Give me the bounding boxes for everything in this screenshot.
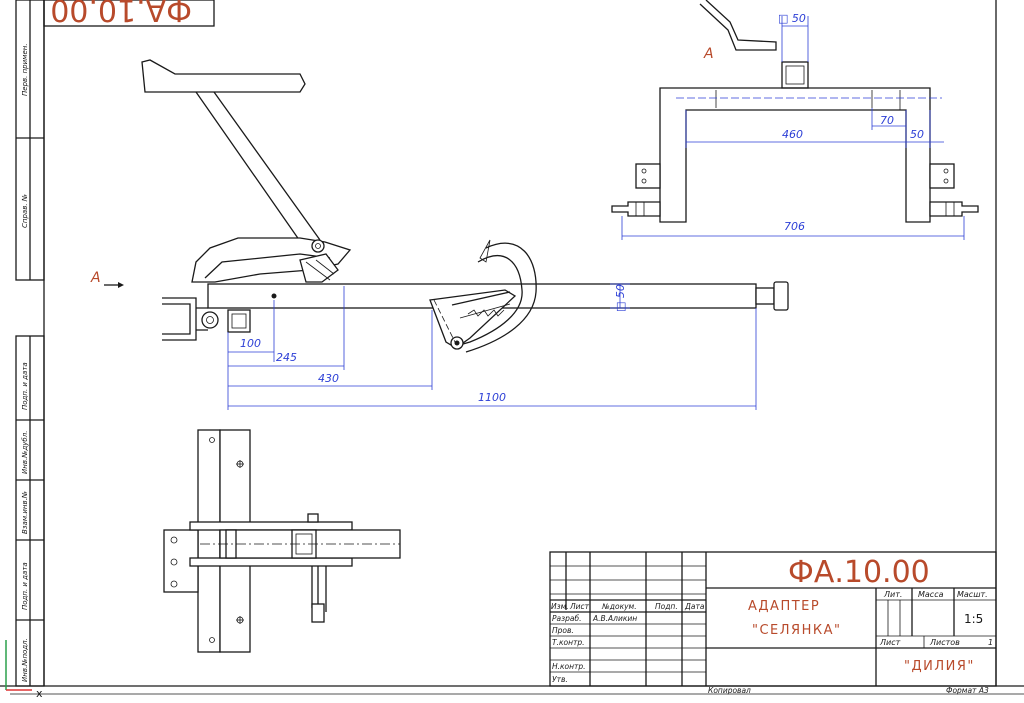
dim-245: 245	[276, 351, 297, 364]
side-view: 100 245 430 1100 □ 50 А	[90, 59, 789, 410]
sheets-count: 1	[988, 638, 993, 647]
view-a: А	[611, 0, 979, 240]
side-label-dup-inv: Инв.№дубл.	[21, 431, 29, 474]
title-designation: ФА.10.00	[788, 555, 930, 590]
view-a-dimensions: □ 50 460 70 50 706	[621, 12, 965, 240]
plan-view	[163, 429, 401, 653]
view-arrow-a: А	[90, 270, 124, 288]
side-strip: Перв. примен. Справ. № Подп. и дата Инв.…	[15, 0, 45, 687]
col-header-sheet: Лист	[569, 602, 590, 611]
title-block: ФА.10.00 АДАПТЕР "СЕЛЯНКА" "ДИЛИЯ" Лит. …	[549, 551, 997, 687]
axis-indicator: x	[5, 640, 43, 700]
sheets-label: Листов	[929, 638, 960, 647]
dim-100: 100	[240, 337, 261, 350]
col-header-docno: №докум.	[601, 602, 637, 611]
col-header-change: Изм.	[551, 602, 569, 611]
view-a-label: А	[703, 46, 714, 62]
mass-label: Масса	[918, 590, 944, 599]
role-approved: Утв.	[552, 675, 568, 684]
title-company: "ДИЛИЯ"	[904, 659, 975, 674]
scale-label: Масшт.	[957, 590, 988, 599]
role-tech-control: Т.контр.	[552, 638, 585, 647]
role-norm-control: Н.контр.	[552, 662, 586, 671]
developer-name: А.В.Аликин	[592, 614, 637, 623]
role-checked: Пров.	[552, 626, 574, 635]
dim-70: 70	[880, 114, 894, 127]
arrow-a-label: А	[90, 270, 101, 286]
dim-460: 460	[782, 128, 803, 141]
footer-format: Формат А3	[946, 686, 989, 695]
stamp-top: ФА.10.00	[43, 0, 215, 27]
title-name-line2: "СЕЛЯНКА"	[752, 623, 841, 638]
side-label-repl-inv: Взам.инв.№	[21, 491, 29, 534]
title-name-line1: АДАПТЕР	[748, 599, 820, 614]
stamp-designation: ФА.10.00	[50, 0, 192, 27]
sheet-label: Лист	[879, 638, 901, 647]
footer: Копировал Формат А3	[708, 686, 989, 695]
col-header-date: Дата	[684, 602, 705, 611]
side-view-dimensions: 100 245 430 1100 □ 50	[227, 283, 757, 410]
col-header-sign: Подп.	[655, 602, 678, 611]
side-label-orig-inv: Инв.№подл.	[21, 638, 29, 682]
role-developer: Разраб.	[552, 614, 581, 623]
letter-label: Лит.	[883, 590, 902, 599]
side-label-sign-date-1: Подп. и дата	[21, 362, 29, 410]
side-label-first-use: Перв. примен.	[21, 43, 29, 96]
scale-value: 1:5	[964, 612, 983, 626]
dim-706: 706	[784, 220, 805, 233]
axis-x-label: x	[36, 687, 43, 700]
dim-1100: 1100	[478, 391, 506, 404]
side-label-ref-no: Справ. №	[21, 194, 29, 228]
dim-square-50-top: □ 50	[778, 12, 806, 25]
dim-square-50-side: □ 50	[614, 284, 627, 312]
dim-50: 50	[910, 128, 924, 141]
dim-430: 430	[318, 372, 339, 385]
side-label-sign-date-2: Подп. и дата	[21, 562, 29, 610]
footer-copied: Копировал	[708, 686, 751, 695]
